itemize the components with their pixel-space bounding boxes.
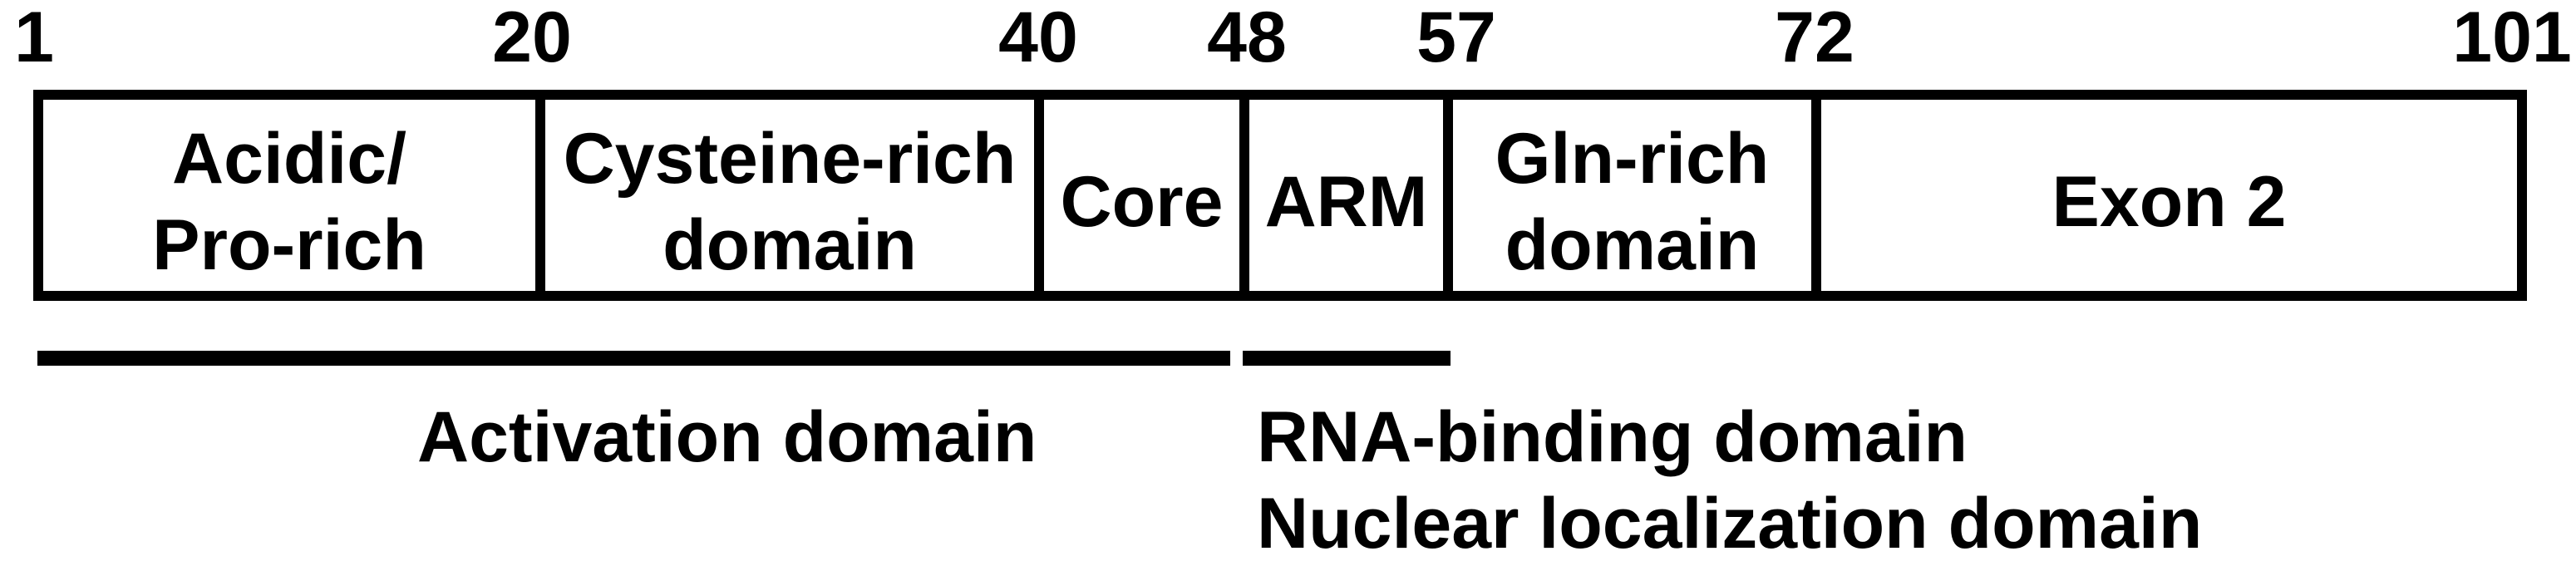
segment-label: domain [662, 205, 917, 285]
segment-cysteine-rich-domain: Cysteine-rich domain [545, 100, 1044, 291]
segment-exon-2: Exon 2 [1821, 100, 2517, 291]
activation-domain-label: Activation domain [417, 397, 1037, 477]
segment-gln-rich-domain: Gln-rich domain [1453, 100, 1821, 291]
segment-label: Gln-rich [1495, 119, 1770, 199]
scale-tick-1: 1 [14, 0, 54, 77]
rna-binding-domain-bar [1243, 351, 1451, 366]
scale-tick-72: 72 [1775, 0, 1854, 77]
rna-nls-label-block: RNA-binding domain Nuclear localization … [1257, 394, 2202, 566]
segment-label: ARM [1264, 162, 1428, 242]
rna-binding-domain-label: RNA-binding domain [1257, 397, 1968, 477]
domain-box: Acidic/ Pro-rich Cysteine-rich domain Co… [33, 90, 2527, 301]
segment-core: Core [1044, 100, 1249, 291]
segment-label: Core [1060, 162, 1224, 242]
scale-tick-20: 20 [492, 0, 572, 77]
segment-label: Pro-rich [152, 205, 426, 285]
scale-tick-40: 40 [998, 0, 1078, 77]
scale-tick-48: 48 [1207, 0, 1287, 77]
segment-acidic-pro-rich: Acidic/ Pro-rich [43, 100, 545, 291]
segment-label: Acidic/ [172, 119, 406, 199]
scale-tick-101: 101 [2452, 0, 2572, 77]
scale-tick-57: 57 [1416, 0, 1496, 77]
activation-domain-bar [37, 351, 1230, 366]
segment-label: domain [1505, 205, 1760, 285]
segment-label: Exon 2 [2051, 162, 2287, 242]
segment-label: Cysteine-rich [563, 119, 1017, 199]
segment-arm: ARM [1249, 100, 1453, 291]
nuclear-localization-domain-label: Nuclear localization domain [1257, 484, 2203, 564]
